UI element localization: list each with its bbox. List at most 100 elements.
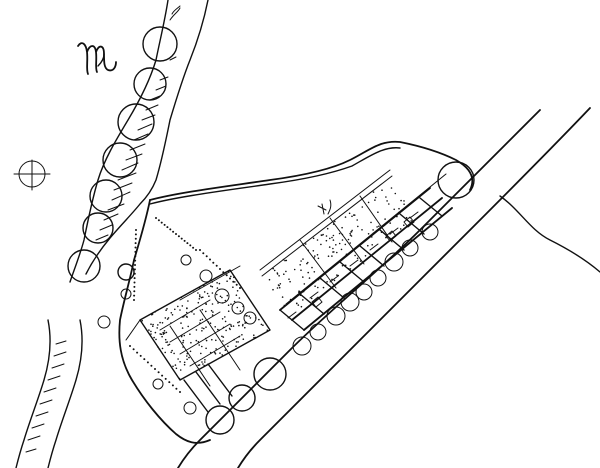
stipple-dot	[302, 258, 304, 260]
hedge-dot	[172, 230, 175, 233]
stipple-dot	[195, 307, 198, 310]
stipple-dot	[295, 302, 298, 305]
stipple-dot	[353, 214, 356, 216]
stipple-dot	[284, 259, 286, 262]
stipple-dot	[197, 301, 200, 304]
stipple-dot	[370, 221, 372, 224]
stipple-dot	[288, 278, 290, 281]
stipple-dot	[179, 361, 181, 363]
stipple-dot	[235, 341, 238, 343]
hedge-dot	[157, 371, 160, 374]
hedge-dot	[132, 348, 135, 351]
stipple-dot	[164, 351, 166, 354]
hedge-dot	[134, 259, 137, 262]
stipple-dot	[306, 262, 308, 265]
stipple-dot	[212, 311, 214, 313]
stipple-dot	[191, 311, 193, 313]
stipple-dot	[180, 322, 182, 324]
stipple-dot	[340, 248, 343, 251]
stipple-dot	[205, 326, 207, 328]
stipple-dot	[235, 345, 237, 348]
stipple-dot	[201, 345, 203, 348]
stipple-dot	[199, 285, 202, 288]
stipple-dot	[154, 311, 156, 313]
stipple-dot	[234, 281, 236, 283]
hedge-dot	[129, 345, 131, 347]
stipple-dot	[298, 290, 300, 293]
stipple-dot	[398, 211, 400, 214]
stipple-dot	[230, 324, 232, 326]
stipple-dot	[403, 200, 405, 202]
stipple-dot	[283, 304, 286, 307]
stipple-dot	[351, 229, 353, 232]
stipple-dot	[209, 322, 212, 325]
stipple-dot	[201, 308, 204, 311]
stipple-dot	[236, 306, 239, 309]
lower-river-band	[15, 319, 83, 468]
stipple-dot	[311, 266, 313, 269]
stipple-dot	[179, 309, 181, 311]
stipple-dot	[198, 364, 201, 366]
stipple-dot	[186, 355, 188, 357]
stipple-dot	[297, 304, 300, 306]
stipple-dot	[389, 233, 391, 235]
stipple-dot	[314, 285, 316, 288]
stipple-dot	[272, 288, 274, 291]
stipple-dot	[312, 250, 315, 252]
stipple-dot	[174, 364, 177, 366]
stipple-dot	[268, 278, 271, 281]
stipple-dot	[374, 196, 377, 199]
stipple-dot	[385, 236, 387, 239]
hedge-dot	[133, 281, 136, 284]
hedge-dot	[166, 226, 169, 229]
stipple-dot	[202, 296, 204, 299]
stipple-dot	[344, 243, 347, 246]
stipple-dot	[183, 361, 186, 364]
stipple-dot	[215, 339, 217, 342]
stipple-dot	[266, 329, 269, 332]
hedge-dot	[177, 235, 180, 238]
stipple-dot	[174, 308, 176, 311]
slope-hatching	[95, 56, 177, 241]
stipple-dot	[293, 268, 296, 271]
stipple-dot	[307, 261, 309, 264]
stipple-dot	[180, 335, 183, 338]
stipple-dot	[229, 328, 231, 331]
stipple-dot	[180, 296, 183, 299]
stipple-dot	[350, 235, 353, 237]
stipple-dot	[372, 232, 375, 234]
stipple-dot	[209, 351, 212, 354]
stipple-dot	[233, 276, 235, 279]
stipple-dot	[208, 295, 210, 298]
stipple-dot	[337, 274, 340, 277]
stipple-dot	[356, 219, 359, 221]
stipple-dot	[329, 237, 331, 240]
stipple-dot	[381, 189, 383, 191]
garden-bed-upper	[259, 169, 413, 308]
stipple-dot	[202, 363, 204, 365]
stipple-dot	[157, 346, 159, 348]
stipple-dot	[203, 284, 205, 287]
stipple-dot	[210, 309, 213, 312]
stipple-dot	[215, 348, 217, 350]
stipple-dot	[233, 338, 235, 341]
stipple-dot	[157, 324, 159, 326]
stipple-dot	[341, 226, 343, 229]
stipple-dot	[219, 295, 222, 298]
stipple-dot	[232, 286, 234, 289]
stipple-dot	[183, 334, 186, 337]
stipple-dot	[222, 326, 225, 329]
hedge-dot	[168, 381, 171, 384]
stipple-dot	[181, 327, 184, 329]
stipple-dot	[336, 274, 338, 276]
stipple-dot	[302, 299, 304, 301]
stipple-dot	[405, 216, 408, 219]
stipple-dot	[403, 224, 405, 226]
hedge-dot	[134, 242, 137, 245]
hedge-dot	[161, 374, 164, 377]
stipple-dot	[322, 233, 324, 236]
stipple-dot	[316, 254, 319, 256]
stipple-dot	[211, 292, 214, 294]
hedge-dot	[134, 237, 137, 240]
hedge-dot	[133, 285, 136, 288]
